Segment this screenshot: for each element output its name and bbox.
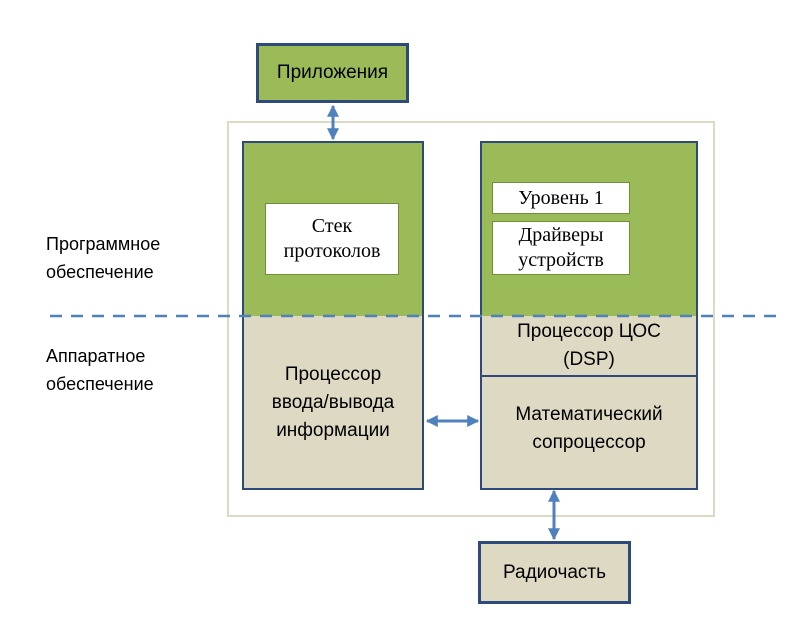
radio-box: Радиочасть — [478, 541, 631, 604]
math-coprocessor-line1: Математический — [515, 404, 663, 425]
io-processor-block — [242, 316, 424, 488]
drivers-line2: устройств — [518, 249, 604, 271]
drivers-box: Драйверы устройств — [490, 219, 632, 277]
software-label-line2: обеспечение — [46, 262, 154, 282]
protocol-stack-line2: протоколов — [283, 240, 381, 262]
math-coprocessor-block — [480, 375, 698, 489]
io-processor-line3: информации — [276, 420, 390, 441]
dsp-processor-line1: Процессор ЦОС — [517, 321, 661, 342]
level1-label: Уровень 1 — [518, 186, 604, 209]
protocol-stack-box: Стек протоколов — [263, 201, 401, 277]
io-processor-text: Процессор ввода/вывода информации — [242, 358, 424, 448]
dsp-processor-block — [480, 316, 698, 375]
system-container — [227, 121, 715, 517]
drivers-line1: Драйверы — [518, 224, 604, 246]
hardware-label-line2: обеспечение — [46, 374, 154, 394]
hardware-label-line1: Аппаратное — [46, 346, 146, 366]
hardware-label: Аппаратное обеспечение — [46, 342, 206, 398]
applications-label: Приложения — [276, 62, 389, 83]
protocol-stack-line1: Стек — [311, 215, 353, 237]
radio-label: Радиочасть — [502, 561, 607, 583]
io-processor-line2: ввода/вывода — [271, 392, 395, 413]
level1-box: Уровень 1 — [490, 180, 632, 216]
dsp-processor-line2: (DSP) — [563, 349, 615, 370]
software-label: Программное обеспечение — [46, 230, 206, 286]
dsp-processor-text: Процессор ЦОС (DSP) — [480, 317, 698, 375]
math-coprocessor-line2: сопроцессор — [532, 432, 646, 453]
applications-box: Приложения — [256, 43, 409, 103]
io-processor-line1: Процессор — [284, 364, 382, 385]
math-coprocessor-text: Математический сопроцессор — [480, 391, 698, 467]
software-label-line1: Программное — [46, 234, 161, 254]
